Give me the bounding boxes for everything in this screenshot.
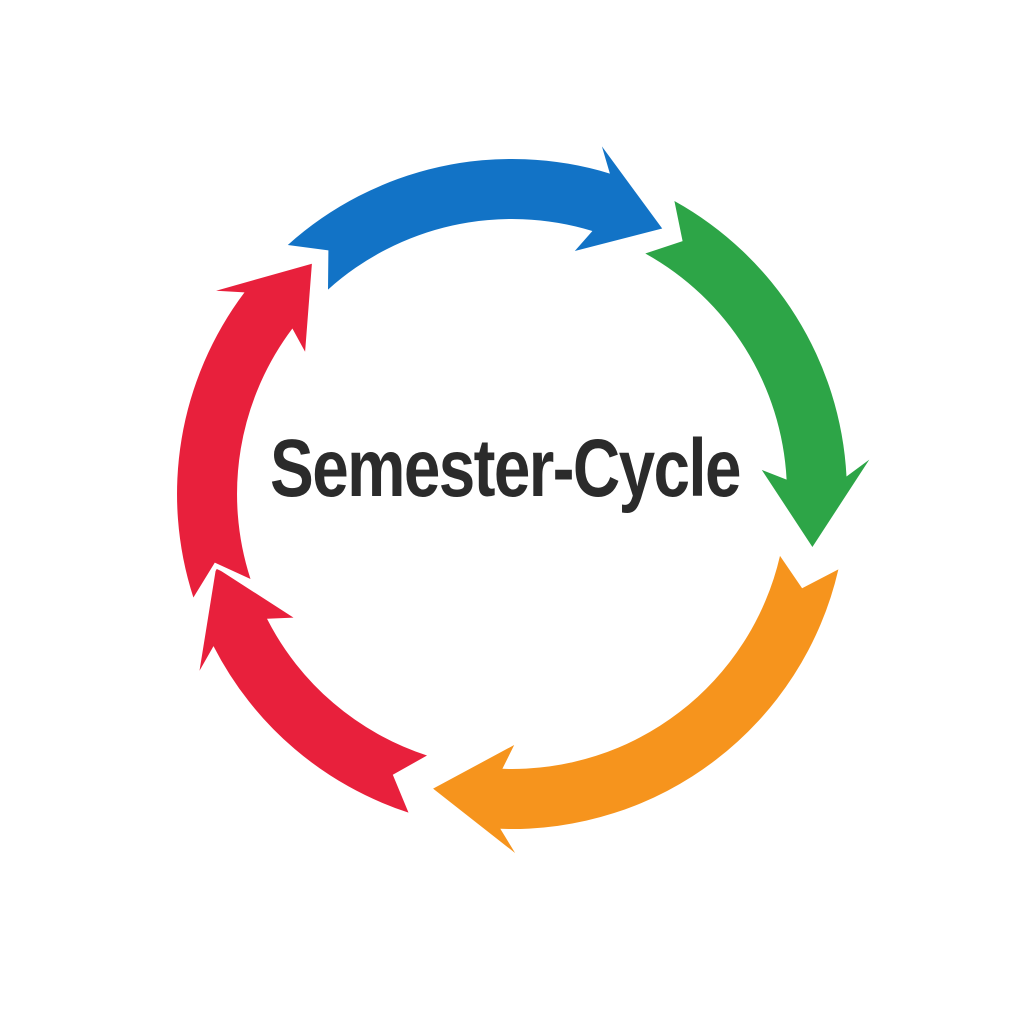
cycle-arrow-green-right xyxy=(640,196,875,552)
cycle-arrow-red-left xyxy=(172,258,317,603)
cycle-arrow-red-bottom-left xyxy=(194,562,432,818)
page-title: Semester-Cycle xyxy=(270,423,742,515)
cycle-arrow-orange-bottom xyxy=(428,550,844,858)
cycle-arrow-blue-top xyxy=(282,141,668,295)
